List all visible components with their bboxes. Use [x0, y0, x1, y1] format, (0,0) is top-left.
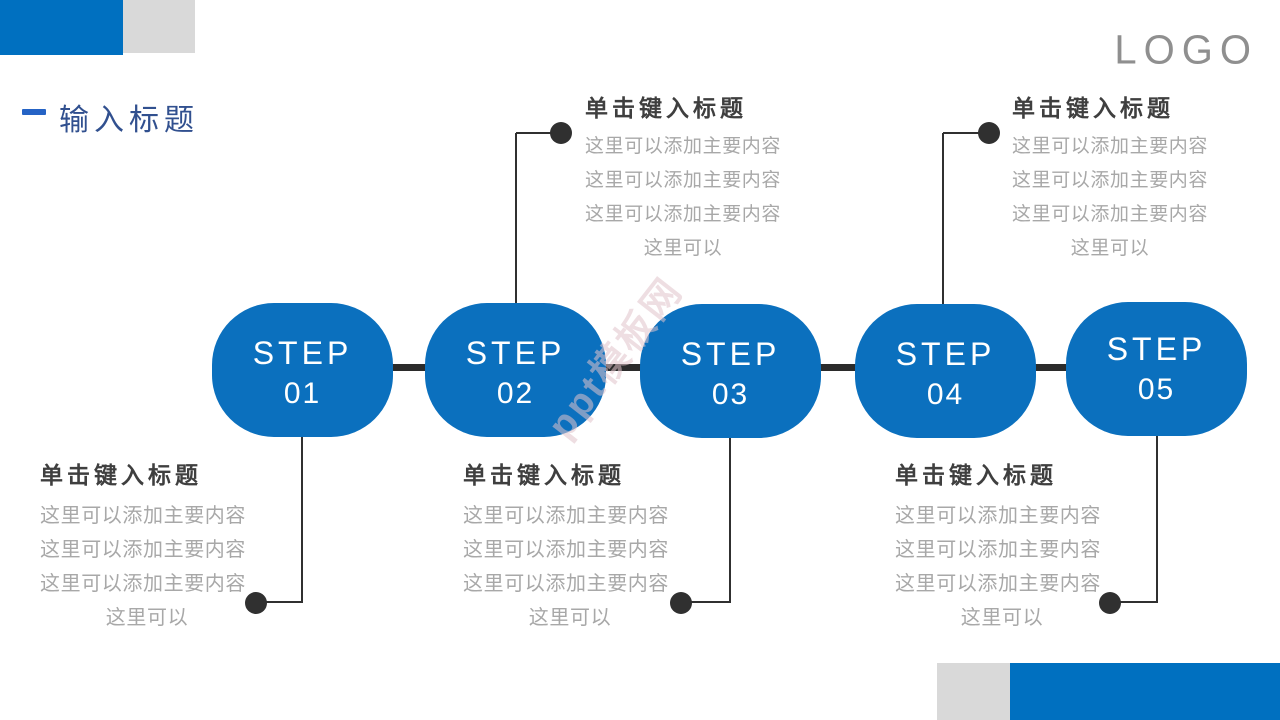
connector-line-step4-h [943, 132, 988, 134]
callout-line: 这里可以添加主要内容 [585, 204, 782, 225]
callout-top-step2: 单击键入标题 这里可以添加主要内容 这里可以添加主要内容 这里可以添加主要内容 … [585, 94, 781, 266]
callout-title: 单击键入标题 [463, 462, 625, 488]
step-number: 02 [496, 376, 535, 410]
callout-line: 这里可以添加主要内容 [463, 573, 669, 595]
callout-line: 这里可以添加主要内容 [463, 539, 669, 561]
step-number: 03 [711, 377, 750, 411]
callout-line: 这里可以添加主要内容 [1012, 170, 1209, 191]
connector-line-step5-h [1110, 601, 1157, 603]
step-shape-1: STEP 01 [212, 303, 393, 437]
callout-line: 这里可以添加主要内容 [895, 573, 1101, 595]
connector-line-step5 [1156, 420, 1158, 603]
connector-dot-step3 [670, 592, 692, 614]
callout-line: 这里可以添加主要内容 [1012, 204, 1209, 225]
step-label: STEP [465, 335, 566, 372]
connector-line-step4 [942, 133, 944, 320]
connector-dot-step2 [550, 122, 572, 144]
callout-bottom-step1: 单击键入标题 这里可以添加主要内容 这里可以添加主要内容 这里可以添加主要内容 … [40, 461, 254, 635]
step-number: 04 [926, 377, 965, 411]
connector-line-step2 [515, 133, 517, 320]
step-label: STEP [895, 336, 996, 373]
callout-last-line: 这里可以 [1070, 238, 1150, 259]
callout-title: 单击键入标题 [1012, 95, 1174, 121]
decor-bottom-right-blue-rect [1010, 663, 1280, 720]
callout-line: 这里可以添加主要内容 [463, 505, 669, 527]
callout-last-line: 这里可以 [960, 607, 1044, 629]
connector-dot-step5 [1099, 592, 1121, 614]
step-number: 01 [283, 376, 322, 410]
step-label: STEP [1106, 331, 1207, 368]
connector-line-step1-h [257, 601, 302, 603]
callout-line: 这里可以添加主要内容 [895, 505, 1101, 527]
callout-line: 这里可以添加主要内容 [585, 170, 782, 191]
callout-line: 这里可以添加主要内容 [895, 539, 1101, 561]
connector-line-step3 [729, 420, 731, 603]
step-shape-2: STEP 02 [425, 303, 606, 437]
step-shape-5: STEP 05 [1066, 302, 1247, 436]
step-label: STEP [252, 335, 353, 372]
step-number: 05 [1137, 372, 1176, 406]
callout-title: 单击键入标题 [585, 95, 747, 121]
connector-line-step1 [301, 420, 303, 603]
connector-dot-step1 [245, 592, 267, 614]
step-label: STEP [680, 336, 781, 373]
callout-last-line: 这里可以 [105, 607, 189, 629]
callout-last-line: 这里可以 [643, 238, 723, 259]
callout-title: 单击键入标题 [40, 462, 202, 488]
callout-top-step4: 单击键入标题 这里可以添加主要内容 这里可以添加主要内容 这里可以添加主要内容 … [1012, 94, 1208, 266]
callout-line: 这里可以添加主要内容 [40, 505, 246, 527]
step-shape-4: STEP 04 [855, 304, 1036, 438]
callout-line: 这里可以添加主要内容 [585, 136, 782, 157]
callout-title: 单击键入标题 [895, 462, 1057, 488]
decor-bottom-right-gray-rect [937, 663, 1010, 720]
decor-top-left-gray-rect [123, 0, 195, 53]
callout-line: 这里可以添加主要内容 [40, 539, 246, 561]
decor-top-left-blue-rect [0, 0, 123, 55]
callout-line: 这里可以添加主要内容 [1012, 136, 1209, 157]
callout-bottom-step5: 单击键入标题 这里可以添加主要内容 这里可以添加主要内容 这里可以添加主要内容 … [895, 461, 1109, 635]
connector-line-step3-h [681, 601, 730, 603]
logo-text: LOGO [1114, 27, 1258, 73]
connector-line-step2-h [516, 132, 561, 134]
step-shape-3: STEP 03 [640, 304, 821, 438]
title-dash-icon [22, 109, 46, 115]
page-title: 输入标题 [59, 104, 199, 137]
callout-bottom-step3: 单击键入标题 这里可以添加主要内容 这里可以添加主要内容 这里可以添加主要内容 … [463, 461, 677, 635]
connector-bar-2-3 [600, 364, 645, 371]
callout-last-line: 这里可以 [528, 607, 612, 629]
connector-bar-4-5 [1030, 364, 1070, 371]
callout-line: 这里可以添加主要内容 [40, 573, 246, 595]
connector-dot-step4 [978, 122, 1000, 144]
connector-bar-1-2 [388, 364, 430, 371]
connector-bar-3-4 [815, 364, 860, 371]
